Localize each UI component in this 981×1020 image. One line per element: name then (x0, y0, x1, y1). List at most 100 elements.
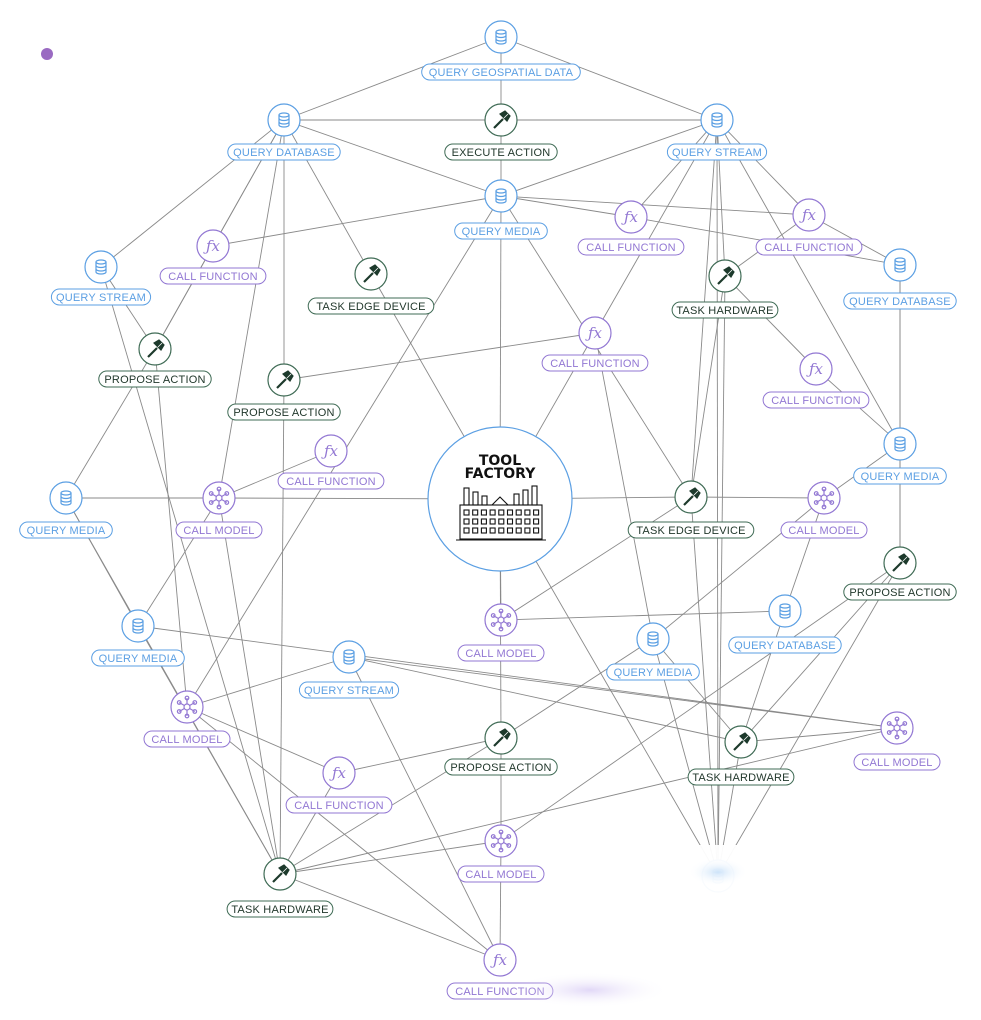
edge-n4-n37 (716, 119, 719, 877)
factory-window (524, 509, 531, 516)
function-icon: ƒx (585, 324, 603, 342)
node-n19: QUERY MEDIA (853, 427, 947, 485)
node-label-pill (277, 472, 385, 490)
hub-circle (427, 426, 573, 572)
node-label: QUERY DATABASE (233, 147, 335, 159)
edge-n5-n7 (500, 195, 632, 218)
node-label: CALL FUNCTION (294, 800, 384, 812)
hub-title-line2: FACTORY (465, 466, 537, 482)
node-label-pill (454, 222, 548, 240)
database-icon (132, 618, 144, 634)
factory-window (498, 527, 505, 534)
svg-text:ƒx: ƒx (806, 360, 824, 378)
database-icon (95, 259, 107, 275)
node-label-pill (298, 681, 400, 699)
node-label: CALL FUNCTION (586, 242, 676, 254)
tool-factory-hub: TOOL FACTORY (427, 426, 573, 572)
blue-glow (688, 858, 748, 886)
hammer-icon (717, 266, 735, 285)
node-n10: TASK EDGE DEVICE (307, 257, 435, 315)
node-n5: QUERY MEDIA (454, 179, 548, 240)
svg-text:ƒx: ƒx (203, 237, 221, 255)
node-circle (484, 824, 518, 858)
svg-text:ƒx: ƒx (490, 951, 508, 969)
node-label-pill (853, 753, 941, 771)
node-label-pill (444, 758, 558, 776)
node-label: QUERY DATABASE (734, 640, 836, 652)
node-label: QUERY STREAM (672, 147, 762, 159)
model-network-icon (886, 716, 908, 740)
edge-n21-n25 (500, 496, 692, 621)
node-circle (202, 481, 236, 515)
node-n24: QUERY MEDIA (606, 622, 700, 681)
hammer-icon (276, 370, 294, 389)
node-label: PROPOSE ACTION (233, 407, 334, 419)
function-icon: ƒx (621, 208, 639, 226)
node-label-pill (853, 467, 947, 485)
function-icon: ƒx (203, 237, 221, 255)
node-label-pill (843, 583, 957, 601)
node-label-pill (50, 288, 152, 306)
factory-window (533, 527, 540, 534)
node-circle (614, 200, 648, 234)
edge-n2-n5 (283, 119, 502, 197)
node-label: QUERY STREAM (56, 292, 146, 304)
node-circle (799, 352, 833, 386)
node-label: CALL FUNCTION (764, 242, 854, 254)
node-label-pill (755, 238, 863, 256)
node-label-pill (457, 644, 545, 662)
node-circle (880, 711, 914, 745)
hub-title-line1: TOOL (479, 453, 521, 469)
factory-window (515, 518, 522, 525)
edge-n6-n13 (154, 245, 214, 350)
hammer-icon (147, 339, 165, 358)
node-label: QUERY MEDIA (861, 471, 940, 483)
node-label: TASK EDGE DEVICE (316, 301, 425, 313)
function-icon: ƒx (806, 360, 824, 378)
node-label-pill (19, 521, 113, 539)
edge-n4-n9 (716, 119, 810, 216)
factory-window (472, 509, 479, 516)
database-icon (60, 490, 72, 506)
factory-window (463, 518, 470, 525)
database-icon (711, 112, 723, 128)
node-label: PROPOSE ACTION (849, 587, 950, 599)
node-label: CALL FUNCTION (771, 395, 861, 407)
node-circle (322, 756, 356, 790)
node-label: QUERY STREAM (304, 685, 394, 697)
svg-text:ƒx: ƒx (799, 206, 817, 224)
node-label-pill (671, 301, 779, 319)
edge-n13-n29 (154, 348, 188, 708)
edge-n29-n36 (186, 706, 501, 961)
node-circle (484, 603, 518, 637)
node-label-pill (98, 370, 212, 388)
edge-n21-n37 (690, 496, 719, 877)
edge-n30-n33 (338, 737, 502, 774)
node-n31: TASK HARDWARE (687, 725, 795, 786)
node-n21: TASK EDGE DEVICE (627, 480, 755, 539)
factory-window (472, 527, 479, 534)
edge-n26-n31 (740, 610, 786, 743)
factory-window (524, 518, 531, 525)
database-icon (495, 188, 507, 204)
edge-n20-n35 (218, 497, 281, 875)
svg-text:ƒx: ƒx (621, 208, 639, 226)
node-label-pill (227, 143, 341, 161)
node-n2: QUERY DATABASE (227, 103, 341, 161)
node-label-pill (143, 730, 231, 748)
node-label-pill (444, 143, 558, 161)
factory-window (463, 527, 470, 534)
factory-icon (456, 485, 546, 541)
model-network-icon (490, 608, 512, 632)
node-label: CALL FUNCTION (550, 358, 640, 370)
edge-n2-n8 (100, 119, 285, 268)
factory-window (498, 518, 505, 525)
edge-n4-n7 (630, 119, 718, 218)
edge-n1-n2 (283, 36, 502, 121)
node-label: PROPOSE ACTION (104, 374, 205, 386)
node-label-pill (627, 521, 755, 539)
node-n27: QUERY MEDIA (91, 609, 185, 667)
edge-n2-n20 (218, 119, 285, 499)
database-icon (495, 29, 507, 45)
